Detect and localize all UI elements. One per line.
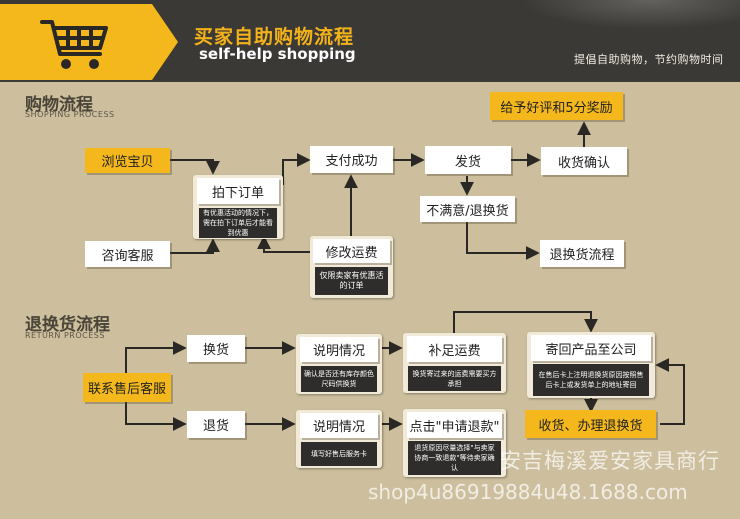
send-back-node: 寄回产品至公司	[531, 335, 651, 361]
header-slogan: 提倡自助购物，节约购物时间	[574, 53, 724, 66]
watermark-shop-url: shop4u86919884u48.1688.com	[368, 480, 688, 504]
place-order-group: 拍下订单 有优惠活动的情况下，需在拍下订单后才能看到优惠	[193, 175, 283, 239]
explain-exchange-node: 说明情况	[300, 337, 378, 362]
modify-freight-node: 修改运费	[313, 239, 390, 263]
explain-exchange-group: 说明情况 确认是否还有库存颜色尺码供换货	[296, 334, 382, 394]
return-section-subtitle: RETURN PROCESS	[25, 331, 105, 340]
exchange-node: 换货	[187, 335, 245, 362]
apply-refund-node: 点击"申请退款"	[407, 412, 502, 438]
contact-aftersales-node: 联系售后客服	[83, 373, 171, 402]
page-title: 买家自助购物流程	[194, 26, 355, 48]
modify-freight-group: 修改运费 仅限卖家有优惠活的订单	[310, 236, 393, 298]
pay-freight-group: 补足运费 换货寄过来的运费需要买方承担	[403, 333, 506, 393]
send-back-note: 在售后卡上注明退换货原因按照售后卡上或发货单上的地址寄回	[533, 364, 649, 396]
shopping-section-title: 购物流程	[25, 95, 93, 115]
apply-refund-note: 退货原因尽量选择"与卖家协商一致退款"等待卖家确认	[408, 441, 501, 475]
apply-refund-group: 点击"申请退款" 退货原因尽量选择"与卖家协商一致退款"等待卖家确认	[403, 409, 506, 477]
reward-node: 给予好评和5分奖励	[490, 92, 623, 120]
exchange-flow-node: 退换货流程	[540, 240, 624, 267]
send-back-group: 寄回产品至公司 在售后卡上注明退换货原因按照售后卡上或发货单上的地址寄回	[527, 332, 655, 398]
refund-node: 退货	[187, 411, 245, 438]
confirm-receipt-node: 收货确认	[541, 147, 627, 175]
browse-items-node: 浏览宝贝	[85, 148, 170, 173]
place-order-note: 有优惠活动的情况下，需在拍下订单后才能看到优惠	[199, 208, 277, 238]
shopping-cart-icon	[40, 20, 108, 69]
shopping-section-subtitle: SHOPPING PROCESS	[25, 110, 115, 119]
watermark-shop-name: 安吉梅溪爱安家具商行	[500, 449, 720, 473]
shipping-node: 发货	[425, 146, 511, 174]
unsatisfied-node: 不满意/退换货	[420, 196, 515, 222]
payment-success-node: 支付成功	[310, 146, 393, 173]
explain-refund-group: 说明情况 填写好售后服务卡	[296, 410, 382, 468]
explain-refund-note: 填写好售后服务卡	[301, 442, 377, 466]
receive-process-node: 收货、办理退换货	[525, 410, 656, 438]
consult-service-node: 咨询客服	[85, 241, 170, 267]
modify-freight-note: 仅限卖家有优惠活的订单	[315, 267, 388, 295]
place-order-node: 拍下订单	[197, 178, 279, 204]
explain-refund-node: 说明情况	[300, 413, 378, 438]
page-subtitle: self-help shopping	[199, 45, 356, 63]
pay-freight-node: 补足运费	[407, 336, 502, 362]
explain-exchange-note: 确认是否还有库存颜色尺码供换货	[301, 366, 377, 392]
return-section-title: 退换货流程	[25, 315, 110, 335]
pay-freight-note: 换货寄过来的运费需要买方承担	[408, 366, 501, 391]
